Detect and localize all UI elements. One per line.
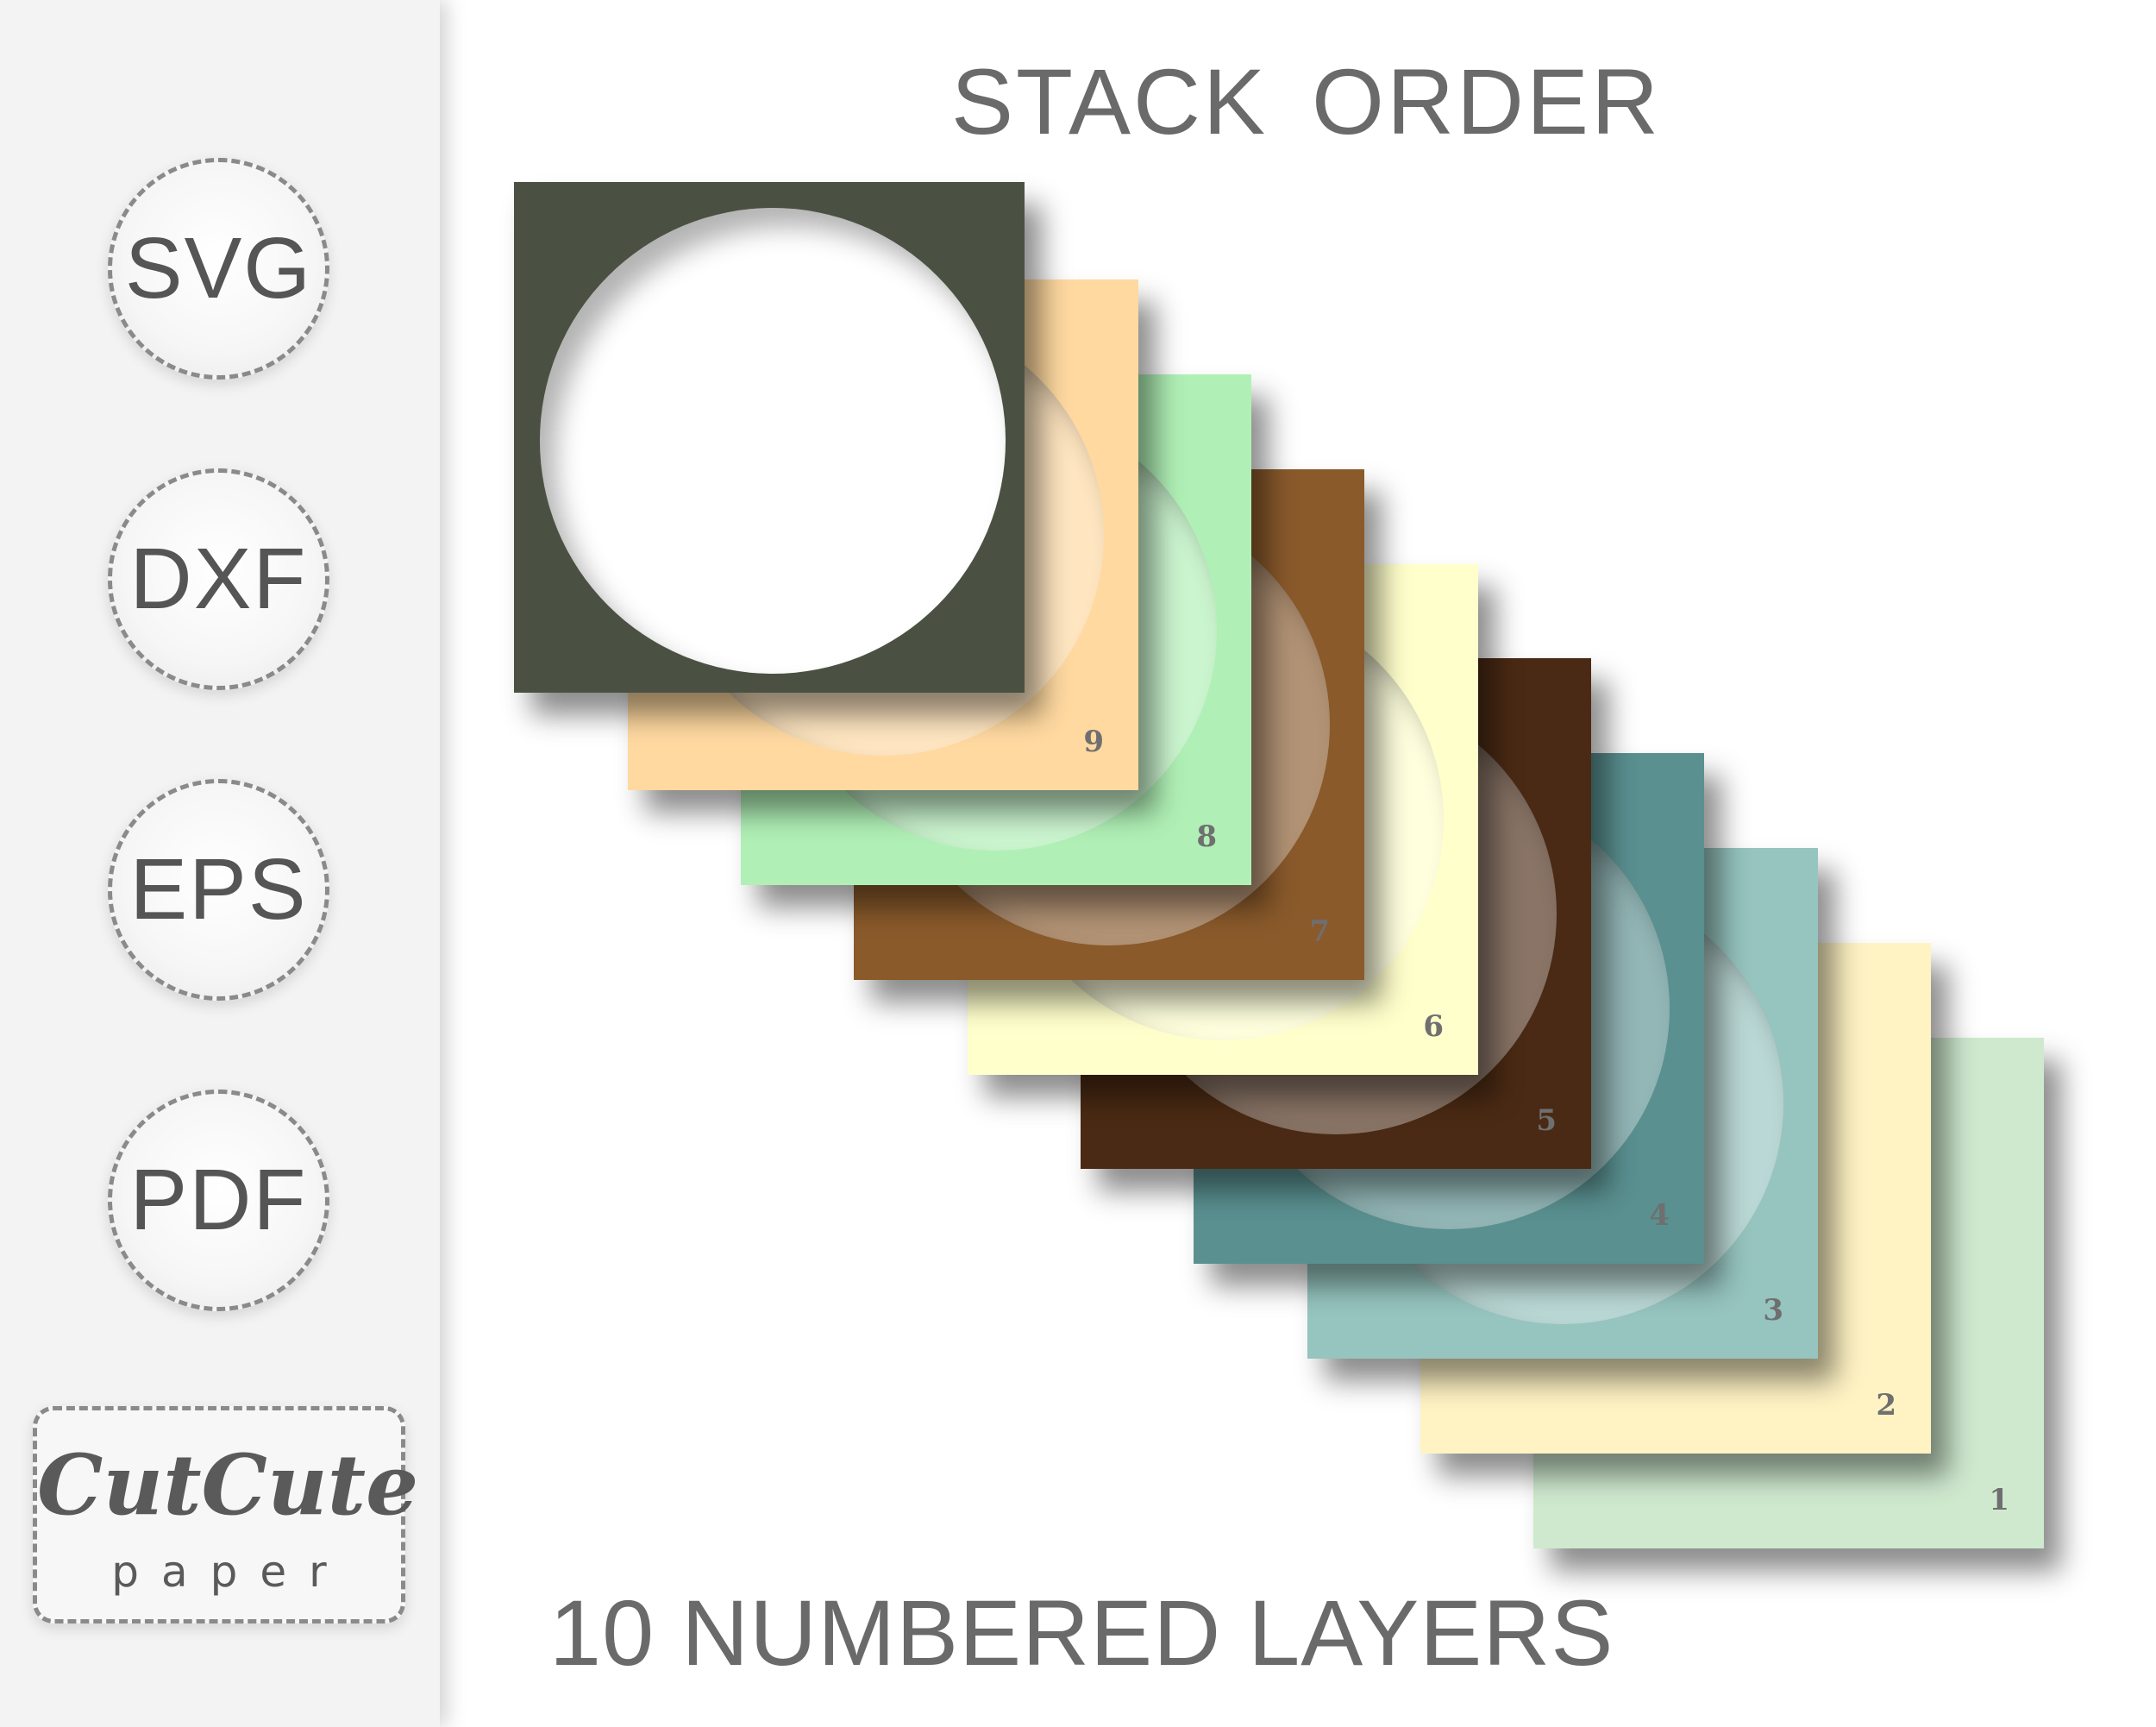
layer-number: 5 (1536, 1103, 1557, 1138)
pdf-format-badge: PDF (108, 1090, 329, 1311)
layer-number: 2 (1876, 1388, 1896, 1422)
layer-number: 9 (1083, 725, 1104, 759)
brand-subname: paper (111, 1547, 349, 1597)
dxf-format-label: DXF (129, 531, 308, 627)
dxf-format-badge: DXF (108, 468, 329, 690)
layer-number: 6 (1423, 1009, 1444, 1044)
layer-number: 3 (1763, 1293, 1783, 1328)
svg-format-badge: SVG (108, 158, 329, 380)
svg-format-label: SVG (124, 220, 313, 317)
brand-logo: CutCute paper (33, 1406, 419, 1623)
brand-name: CutCute (37, 1436, 419, 1534)
layer-number: 1 (1989, 1483, 2009, 1517)
eps-format-label: EPS (129, 841, 308, 938)
layer-number: 8 (1196, 820, 1217, 854)
layer-number: 4 (1649, 1198, 1670, 1233)
pdf-format-label: PDF (129, 1152, 308, 1248)
layer-number: 7 (1309, 914, 1330, 949)
layer-card-10 (514, 182, 1025, 693)
stack-order-title: STACK ORDER (951, 49, 1662, 154)
format-sidebar: SVG DXF EPS PDF CutCute paper (0, 0, 440, 1727)
layer-cutout (540, 208, 1006, 674)
eps-format-badge: EPS (108, 779, 329, 1001)
numbered-layers-title: 10 NUMBERED LAYERS (549, 1580, 1614, 1685)
